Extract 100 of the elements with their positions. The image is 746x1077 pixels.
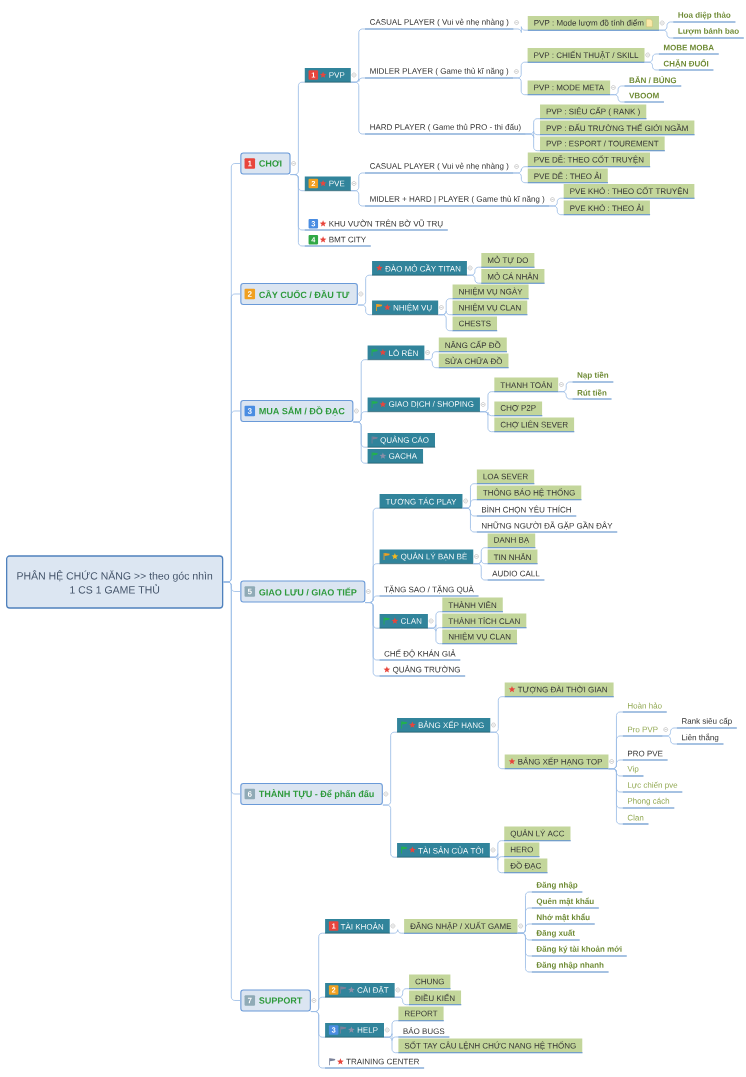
- subtopic-box: NHIỆM VỤ NGÀY: [451, 284, 530, 300]
- node-label: THÀNH TÍCH CLAN: [448, 616, 520, 624]
- node-label: THÔNG BÁO HỆ THỐNG: [483, 488, 575, 497]
- topic-box: BẢNG XẾP HẠNG: [396, 718, 491, 733]
- subtopic-box: BẢNG XẾP HẠNG TOP: [503, 754, 610, 770]
- topic-label: CHẶN ĐUỔI: [658, 59, 714, 71]
- connector: [350, 172, 366, 192]
- node-label: REPORT: [405, 1010, 438, 1017]
- subtopic-box: DANH BẠ: [486, 533, 536, 549]
- topic-label: VBOOM: [623, 92, 665, 103]
- connector: [658, 21, 674, 31]
- connector: [662, 735, 678, 745]
- topic-box: TƯƠNG TÁC PLAY: [378, 494, 464, 509]
- connector: [479, 411, 495, 417]
- subtopic-box: TƯỢNG ĐÀI THỜI GIAN: [503, 682, 615, 698]
- node-label: PVP : ĐẤU TRƯỜNG THẾ GIỚI NGẦM: [546, 123, 688, 132]
- subtopic-box: THÀNH TÍCH CLAN: [441, 613, 528, 629]
- topic-box: LÒ RÈN: [367, 345, 425, 361]
- topic-label: Hoàn hảo: [622, 702, 668, 713]
- connector: [352, 411, 368, 423]
- subtopic-box: PVP : Mode lượm đồ tính điểm: [527, 16, 660, 31]
- topic-label: Vip: [622, 765, 645, 777]
- subtopic-box: LOA SEVER: [476, 469, 535, 485]
- connector: [473, 559, 488, 565]
- topic-box: GACHA: [367, 449, 424, 464]
- subtopic-box: NÂNG CẤP ĐỒ: [438, 337, 508, 353]
- topic-label: BẮN / BÚNG: [623, 75, 682, 87]
- topic-label: QUẢNG TRƯỜNG: [378, 665, 466, 677]
- topic-box: CLAN: [378, 614, 429, 629]
- topic-box: QUẢN LÝ BẠN BÈ: [378, 549, 474, 565]
- topic-label: Rank siêu cấp: [676, 717, 738, 729]
- topic-label: Quên mật khẩu: [531, 897, 600, 909]
- connector: [490, 696, 505, 733]
- subtopic-box: PVE KHÓ : THEO ẢI: [562, 200, 651, 216]
- connector: [382, 804, 398, 858]
- subtopic-box: PVP : MODE META: [526, 80, 611, 96]
- topic-label: Đăng ký tài khoản mới: [531, 945, 628, 957]
- topic-label: Đăng nhập: [531, 881, 583, 893]
- subtopic-box: PVE DỄ: THEO CỐT TRUYỆN: [527, 152, 651, 168]
- number-badge: 3: [244, 405, 256, 417]
- topic-label: MIDLER + HARD | PLAYER ( Game thủ kĩ năng ): [364, 195, 551, 207]
- topic-label: TRAINING CENTER: [324, 1058, 425, 1069]
- topic-label: Đăng nhập nhanh: [531, 961, 610, 973]
- topic-label: Nhớ mật khẩu: [531, 913, 596, 925]
- subtopic-box: PVE DỄ : THEO ẢI: [527, 168, 609, 184]
- connector: [424, 359, 439, 369]
- topic-label: MIDLER PLAYER ( Game thủ kĩ năng ): [364, 67, 514, 79]
- node-label: ĐIỀU KIỂN: [415, 993, 455, 1002]
- subtopic-box: THÔNG BÁO HỆ THỐNG: [476, 485, 583, 501]
- connector: [394, 996, 410, 1006]
- topic-label: Rút tiền: [571, 389, 613, 400]
- topic-label: Lượm bánh bao: [672, 27, 745, 39]
- connector: [437, 310, 453, 316]
- topic-label: NHỮNG NGƯỜI ĐÃ GẶP GẦN ĐÂY: [476, 521, 618, 533]
- connector: [608, 759, 624, 770]
- subtopic-box: NHIỆM VỤ CLAN: [441, 629, 518, 645]
- topic-label: BÌNH CHỌN YÊU THÍCH: [476, 505, 577, 517]
- connector: [609, 85, 625, 96]
- subtopic-box: CHỢ LIÊN SEVER: [493, 417, 575, 433]
- node-label: NHIỆM VỤ NGÀY: [459, 287, 523, 296]
- number-badge: 7: [244, 995, 256, 1006]
- topic-label: CASUAL PLAYER ( Vui vẻ nhẹ nhàng ): [364, 162, 515, 174]
- connector: [513, 26, 528, 33]
- node-label: PVE DỄ : THEO ẢI: [534, 171, 602, 180]
- topic-label: HARD PLAYER ( Game thủ PRO - thi đấu): [364, 123, 527, 135]
- subtopic-box: CHỢ P2P: [493, 401, 543, 417]
- node-label: SỬA CHỮA ĐỒ: [445, 356, 503, 365]
- node-label: NHIỆM VỤ CLAN: [459, 303, 521, 312]
- subtopic-box: PVP : ĐẤU TRƯỜNG THẾ GIỚI NGẦM: [539, 120, 696, 136]
- connector: [462, 499, 478, 509]
- subtopic-box: CHESTS: [451, 316, 498, 332]
- connector: [389, 929, 405, 934]
- connector: [525, 130, 541, 138]
- node-label: CHỢ LIÊN SEVER: [500, 420, 568, 429]
- subtopic-box: NHIỆM VỤ CLAN: [451, 300, 528, 316]
- node-label: CHESTS: [458, 320, 491, 327]
- connector: [222, 581, 241, 592]
- connector: [427, 624, 443, 632]
- topic-label: Clan: [622, 814, 650, 825]
- node-label: PVP : ESPORT / TOUREMENT: [546, 140, 659, 147]
- subtopic-box: TIN NHẮN: [486, 549, 539, 565]
- connector: [512, 77, 528, 96]
- connector: [350, 77, 366, 83]
- number-badge: 6: [244, 788, 256, 800]
- connector: [310, 996, 326, 1012]
- topic-label: Liên thắng: [676, 733, 725, 745]
- subtopic-box: THANH TOÁN: [493, 377, 559, 393]
- topic-box: ĐÀO MỎ CẦY TITAN: [371, 261, 468, 276]
- subtopic-box: THÀNH VIÊN: [441, 597, 504, 613]
- number-badge: 5: [244, 586, 256, 597]
- topic-label: Phong cách: [622, 797, 675, 809]
- node-label: ĐỒ ĐẠC: [510, 861, 542, 870]
- topic-box: GIAO DỊCH / SHOPING: [367, 397, 481, 413]
- subtopic-box: PVP : ESPORT / TOUREMENT: [539, 136, 666, 152]
- connector: [489, 853, 505, 861]
- topic-label: CHẾ ĐỘ KHÁN GIẢ: [378, 649, 461, 661]
- connector: [557, 381, 573, 393]
- node-label: NHIỆM VỤ CLAN: [448, 632, 511, 641]
- connector: [290, 174, 305, 192]
- subtopic-box: PVP : CHIẾN THUẬT / SKILL: [526, 48, 646, 63]
